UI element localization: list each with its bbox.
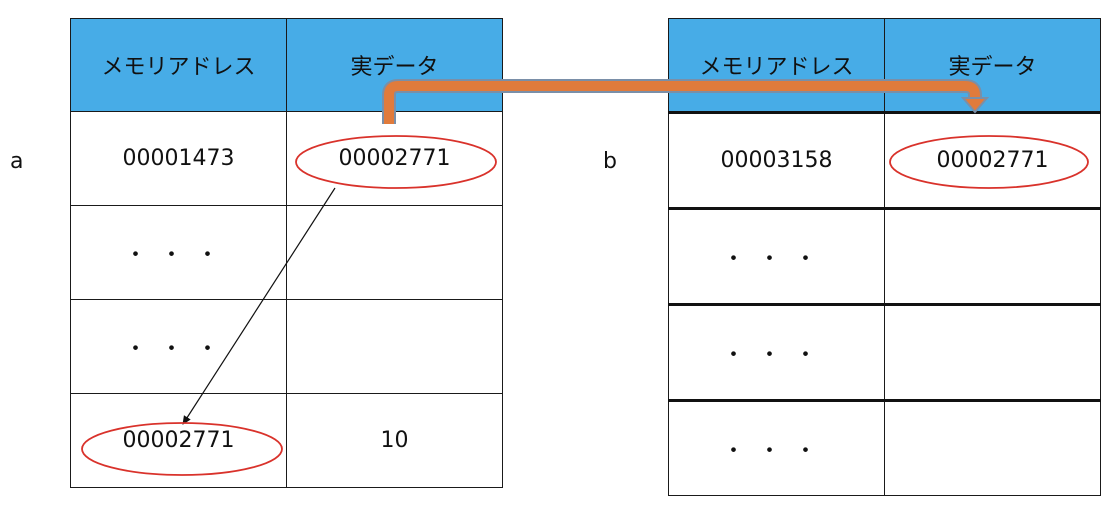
table-row: ・・・ — [668, 303, 1101, 401]
table-row: ・・・ — [668, 399, 1101, 496]
ellipsis-cell: ・・・ — [70, 205, 287, 300]
address-cell: 00001473 — [70, 111, 287, 206]
table-header-row: メモリアドレス 実データ — [668, 18, 1101, 113]
ellipsis-cell: ・・・ — [70, 299, 287, 394]
data-cell: 00002771 — [884, 111, 1101, 209]
table-row: ・・・ — [70, 299, 503, 394]
variable-label-b: b — [603, 149, 617, 174]
ellipsis-cell: ・・・ — [668, 399, 885, 496]
data-cell: 10 — [286, 393, 503, 488]
table-row: ・・・ — [70, 205, 503, 300]
address-cell: 00003158 — [668, 111, 885, 209]
memory-table-a: メモリアドレス 実データ 00001473 00002771 ・・・ ・・・ 0… — [70, 18, 503, 488]
data-cell: 00002771 — [286, 111, 503, 206]
data-cell — [286, 205, 503, 300]
data-cell — [884, 207, 1101, 305]
data-cell — [884, 303, 1101, 401]
ellipsis-cell: ・・・ — [668, 303, 885, 401]
header-actual-data: 実データ — [884, 18, 1101, 113]
address-cell: 00002771 — [70, 393, 287, 488]
ellipsis-cell: ・・・ — [668, 207, 885, 305]
header-memory-address: メモリアドレス — [668, 18, 885, 113]
header-actual-data: 実データ — [286, 18, 503, 112]
table-header-row: メモリアドレス 実データ — [70, 18, 503, 112]
variable-label-a: a — [10, 149, 24, 174]
table-row: 00003158 00002771 — [668, 111, 1101, 209]
data-cell — [884, 399, 1101, 496]
header-memory-address: メモリアドレス — [70, 18, 287, 112]
table-row: 00001473 00002771 — [70, 111, 503, 206]
table-row: ・・・ — [668, 207, 1101, 305]
memory-table-b: メモリアドレス 実データ 00003158 00002771 ・・・ ・・・ ・… — [668, 18, 1101, 496]
table-row: 00002771 10 — [70, 393, 503, 488]
data-cell — [286, 299, 503, 394]
